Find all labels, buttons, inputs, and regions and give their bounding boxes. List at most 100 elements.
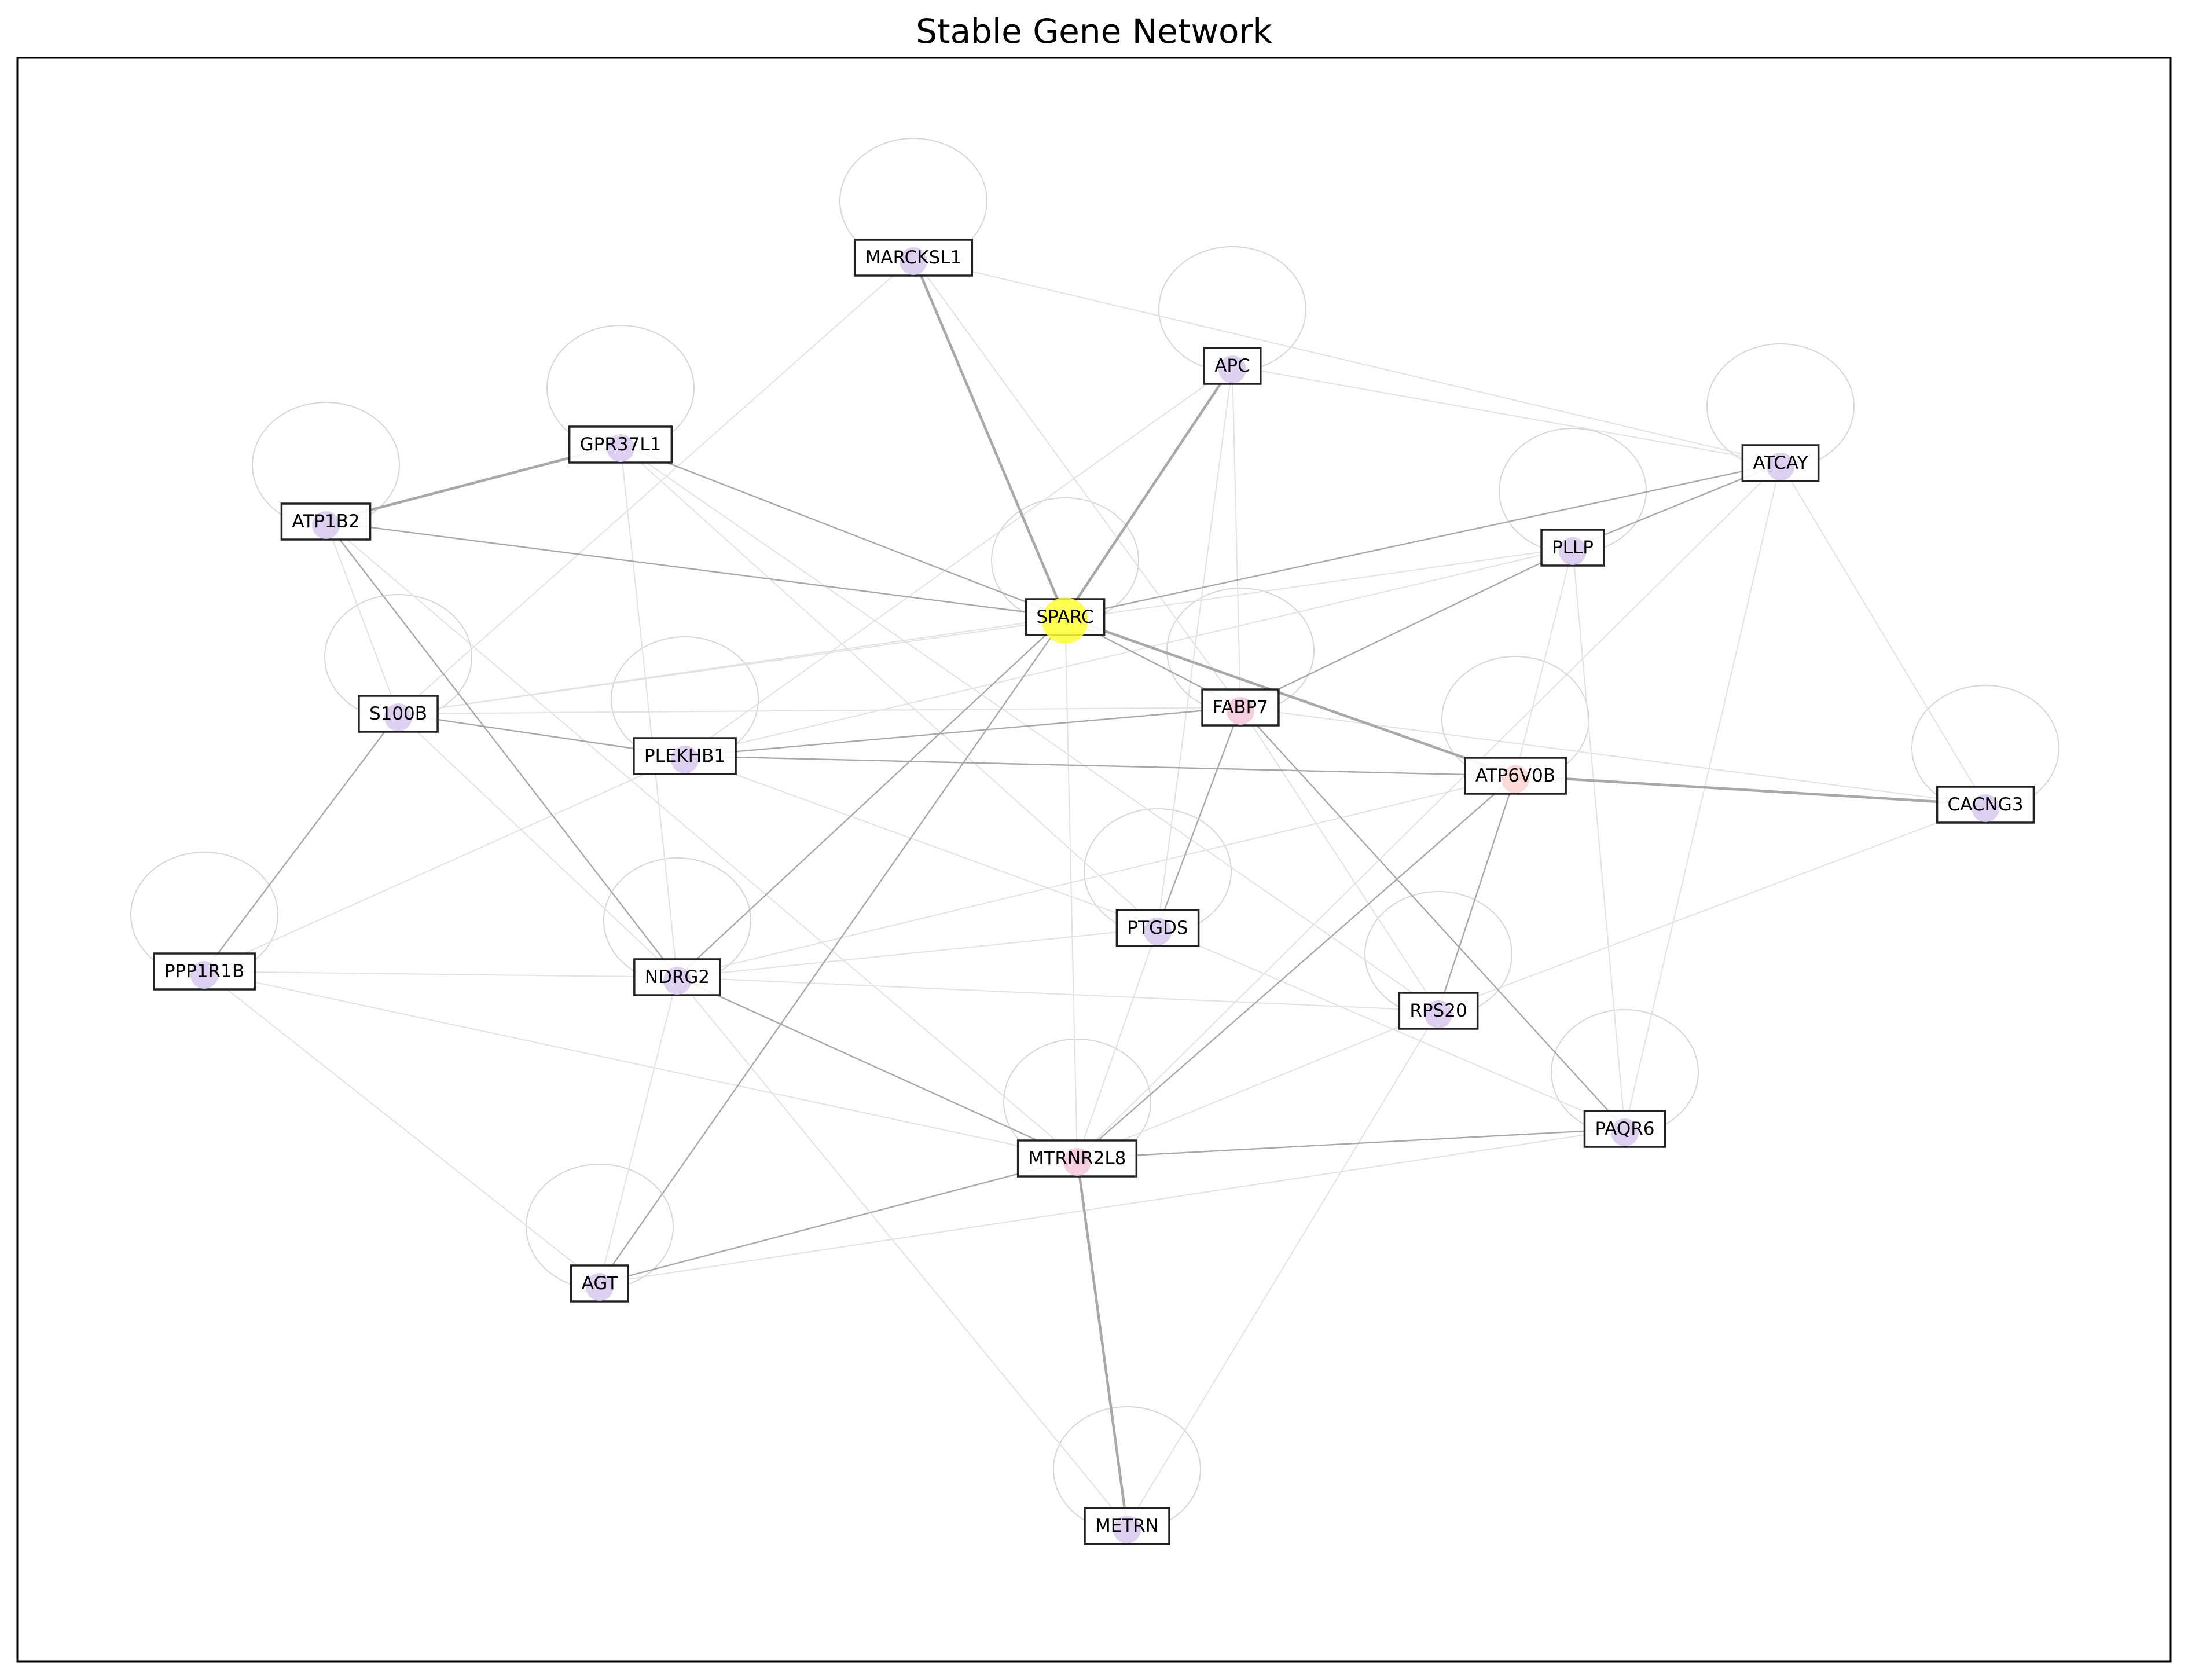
edge-plekhb1-ppp1r1b xyxy=(204,755,685,972)
node-label-box-gpr37l1 xyxy=(568,425,673,464)
node-atp1b2[interactable]: ATP1B2 xyxy=(280,502,372,541)
edge-s100b-pllp xyxy=(398,547,1573,714)
node-label-metrn: METRN xyxy=(1095,1516,1159,1536)
node-label-atcay: ATCAY xyxy=(1753,453,1808,474)
edge-mtrnr2l8-atp6v0b xyxy=(1076,775,1517,1160)
node-marker-atcay xyxy=(1767,453,1794,480)
edge-atp1b2-mtrnr2l8 xyxy=(325,521,1078,1159)
node-marker-apc xyxy=(1218,355,1246,383)
node-label-atp6v0b: ATP6V0B xyxy=(1475,765,1555,786)
edge-atp1b2-s100b xyxy=(325,521,399,714)
node-marker-mtrnr2l8 xyxy=(1063,1148,1091,1176)
edge-gpr37l1-ndrg2 xyxy=(620,444,678,978)
node-marcksl1[interactable]: MARCKSL1 xyxy=(853,239,974,277)
edge-atcay-paqr6 xyxy=(1624,463,1781,1129)
node-marker-agt xyxy=(586,1273,614,1301)
edge-apc-fabp7 xyxy=(1232,365,1241,708)
node-plekhb1[interactable]: PLEKHB1 xyxy=(633,737,737,775)
edge-pllp-atp6v0b xyxy=(1515,547,1573,776)
edge-ndrg2-rps20 xyxy=(677,977,1439,1011)
node-marker-plekhb1 xyxy=(671,746,699,773)
node-ppp1r1b[interactable]: PPP1R1B xyxy=(153,952,256,991)
node-mtrnr2l8[interactable]: MTRNR2L8 xyxy=(1016,1139,1138,1178)
edge-marcksl1-fabp7 xyxy=(913,257,1241,708)
node-atcay[interactable]: ATCAY xyxy=(1741,444,1820,482)
node-s100b[interactable]: S100B xyxy=(358,695,439,733)
edge-plekhb1-pllp xyxy=(684,547,1573,757)
node-label-mtrnr2l8: MTRNR2L8 xyxy=(1029,1148,1126,1169)
node-gpr37l1[interactable]: GPR37L1 xyxy=(568,425,673,464)
edge-sparc-ndrg2 xyxy=(676,616,1066,978)
edge-atp6v0b-cacng3 xyxy=(1514,774,1987,806)
node-marker-atp6v0b xyxy=(1502,765,1529,793)
edge-ndrg2-agt xyxy=(599,977,678,1284)
edge-apc-plekhb1 xyxy=(684,365,1233,757)
edge-apc-sparc xyxy=(1063,364,1234,619)
node-label-ndrg2: NDRG2 xyxy=(645,967,710,988)
edge-sparc-mtrnr2l8 xyxy=(1064,617,1078,1159)
edge-atp1b2-sparc xyxy=(325,520,1066,618)
edges-layer xyxy=(203,256,1987,1528)
node-label-paqr6: PAQR6 xyxy=(1595,1118,1654,1139)
node-apc[interactable]: APC xyxy=(1203,347,1262,385)
node-fabp7[interactable]: FABP7 xyxy=(1201,688,1280,727)
edge-sparc-atcay xyxy=(1064,462,1782,618)
node-label-apc: APC xyxy=(1214,355,1250,376)
edge-ptgds-paqr6 xyxy=(1157,927,1625,1129)
edge-sparc-atp6v0b xyxy=(1063,615,1517,777)
edge-fabp7-ptgds xyxy=(1157,706,1242,929)
edge-marcksl1-sparc xyxy=(912,256,1067,619)
edge-atp1b2-ndrg2 xyxy=(325,520,678,978)
edge-s100b-fabp7 xyxy=(398,707,1241,714)
node-ptgds[interactable]: PTGDS xyxy=(1115,909,1200,947)
node-marker-rps20 xyxy=(1425,1000,1452,1028)
edge-ndrg2-metrn xyxy=(677,977,1128,1527)
node-marker-pllp xyxy=(1559,537,1587,565)
edge-marcksl1-s100b xyxy=(398,257,914,714)
edge-fabp7-cacng3 xyxy=(1240,707,1986,805)
edge-ndrg2-ptgds xyxy=(677,927,1158,978)
node-atp6v0b[interactable]: ATP6V0B xyxy=(1464,757,1567,795)
edge-ndrg2-atp6v0b xyxy=(677,775,1516,978)
self-loops-layer xyxy=(130,138,2059,1532)
node-marker-marcksl1 xyxy=(900,247,927,275)
node-label-marcksl1: MARCKSL1 xyxy=(865,247,962,268)
node-sparc[interactable]: SPARC xyxy=(1025,597,1106,644)
node-paqr6[interactable]: PAQR6 xyxy=(1583,1110,1666,1148)
edge-mtrnr2l8-paqr6 xyxy=(1076,1128,1626,1160)
edge-mtrnr2l8-agt xyxy=(599,1157,1078,1285)
edge-fabp7-paqr6 xyxy=(1239,706,1626,1130)
node-cacng3[interactable]: CACNG3 xyxy=(1936,786,2035,824)
plot-frame xyxy=(16,57,2172,1663)
node-label-cacng3: CACNG3 xyxy=(1948,794,2024,815)
edge-atp6v0b-rps20 xyxy=(1437,775,1517,1012)
node-marker-ndrg2 xyxy=(663,967,691,995)
diagram-title: Stable Gene Network xyxy=(916,12,1272,51)
node-ndrg2[interactable]: NDRG2 xyxy=(633,958,721,996)
node-label-gpr37l1: GPR37L1 xyxy=(580,434,662,455)
node-pllp[interactable]: PLLP xyxy=(1540,529,1605,567)
node-agt[interactable]: AGT xyxy=(570,1264,630,1303)
edge-atcay-cacng3 xyxy=(1780,463,1986,805)
node-label-fabp7: FABP7 xyxy=(1213,697,1268,718)
edge-gpr37l1-ptgds xyxy=(620,444,1158,929)
edge-ndrg2-mtrnr2l8 xyxy=(676,976,1078,1160)
edge-s100b-ndrg2 xyxy=(398,713,678,978)
node-label-rps20: RPS20 xyxy=(1409,1000,1467,1021)
edge-fabp7-pllp xyxy=(1239,546,1574,709)
edge-pllp-paqr6 xyxy=(1572,547,1625,1129)
node-marker-atp1b2 xyxy=(312,511,340,539)
edge-ptgds-mtrnr2l8 xyxy=(1077,927,1158,1159)
node-marker-ptgds xyxy=(1144,918,1172,945)
node-label-sparc: SPARC xyxy=(1036,607,1093,628)
edge-plekhb1-fabp7 xyxy=(684,706,1242,757)
node-marker-metrn xyxy=(1113,1516,1141,1543)
node-rps20[interactable]: RPS20 xyxy=(1398,992,1479,1030)
edge-ppp1r1b-ndrg2 xyxy=(204,971,678,978)
node-metrn[interactable]: METRN xyxy=(1084,1507,1170,1545)
edge-apc-ptgds xyxy=(1157,365,1233,929)
node-label-ppp1r1b: PPP1R1B xyxy=(164,961,244,982)
edge-marcksl1-atcay xyxy=(913,257,1781,464)
edge-ppp1r1b-agt xyxy=(204,971,600,1284)
node-label-s100b: S100B xyxy=(369,703,427,724)
